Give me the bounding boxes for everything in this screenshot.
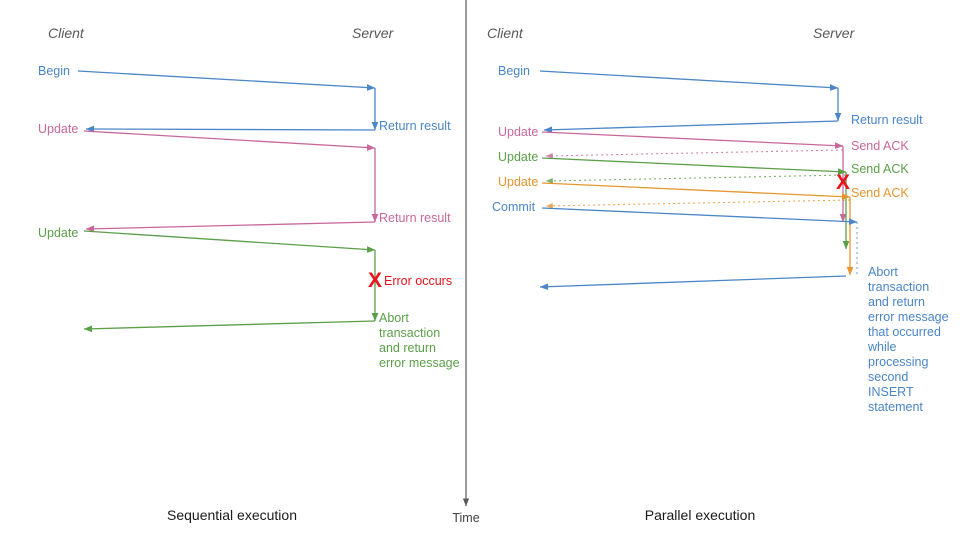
message-arrow-send-ack-2 (545, 174, 847, 184)
message-arrow-begin (539, 70, 839, 91)
message-arrow-update-1 (83, 130, 376, 151)
message-label-update-2: Update (498, 150, 538, 164)
actor-label-server: Server (813, 25, 856, 41)
text-block-line: second (868, 370, 908, 384)
text-block-line: error message (379, 356, 460, 370)
message-label-update-1: Update (38, 122, 78, 136)
message-arrow-update-2 (541, 157, 847, 176)
message-arrow-return-result-2 (85, 221, 376, 233)
text-block-line: Abort (379, 311, 409, 325)
text-block-line: processing (868, 355, 928, 369)
message-arrow-commit (541, 207, 858, 226)
text-block-line: Abort (868, 265, 898, 279)
message-label-return-result: Return result (851, 113, 923, 127)
message-label-send-ack-3: Send ACK (851, 186, 909, 200)
message-label-return-result-2: Return result (379, 211, 451, 225)
panel-caption-parallel: Parallel execution (645, 507, 756, 523)
message-arrow-update-2 (83, 230, 376, 253)
message-arrow-abort-return (83, 320, 376, 333)
message-label-update-2: Update (38, 226, 78, 240)
text-block-line: error message (868, 310, 949, 324)
time-axis-label: Time (452, 511, 479, 525)
text-block-line: transaction (379, 326, 440, 340)
message-arrow-return-result-1 (85, 125, 376, 133)
actor-label-client: Client (487, 25, 524, 41)
message-label-begin: Begin (498, 64, 530, 78)
message-label-update-3: Update (498, 175, 538, 189)
message-arrow-send-ack-1 (545, 149, 844, 159)
message-arrow-abort-return (539, 275, 847, 291)
text-block-line: and return (379, 341, 436, 355)
error-marker-group: X (836, 171, 850, 194)
message-label-commit: Commit (492, 200, 536, 214)
panel-caption-sequential: Sequential execution (167, 507, 297, 523)
text-block-line: and return (868, 295, 925, 309)
message-arrow-return-result (543, 120, 839, 134)
text-block-line: that occurred (868, 325, 941, 339)
message-label-update-1: Update (498, 125, 538, 139)
actor-label-client: Client (48, 25, 85, 41)
message-label-send-ack-2: Send ACK (851, 162, 909, 176)
message-arrow-send-ack-3 (545, 199, 851, 209)
text-block-line: statement (868, 400, 923, 414)
message-label-begin: Begin (38, 64, 70, 78)
message-arrow-update-3 (541, 182, 851, 201)
text-block-line: transaction (868, 280, 929, 294)
message-arrow-update-1 (541, 131, 844, 150)
error-x-icon: X (368, 269, 382, 292)
message-label-send-ack-1: Send ACK (851, 139, 909, 153)
error-marker-label: Error occurs (384, 274, 452, 288)
message-arrow-begin (77, 70, 376, 91)
text-block-line: while (867, 340, 897, 354)
error-x-icon: X (836, 171, 850, 194)
time-axis: Time (452, 0, 480, 525)
text-block-line: INSERT (868, 385, 914, 399)
actor-label-server: Server (352, 25, 395, 41)
message-label-return-result-1: Return result (379, 119, 451, 133)
